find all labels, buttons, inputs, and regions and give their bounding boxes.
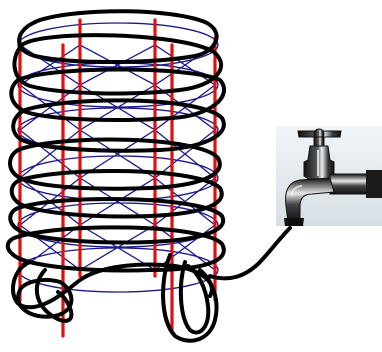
hose-coil [16, 277, 74, 319]
water-tap [276, 126, 382, 226]
tap-wall-nut [366, 170, 382, 198]
hose-coil [10, 260, 214, 310]
tap-spout-mouth [284, 218, 304, 226]
hose-coil [17, 9, 219, 64]
hose-coil [178, 260, 211, 335]
hose-coil [161, 253, 219, 343]
hose-coil [12, 33, 224, 96]
hose-coil [11, 98, 226, 153]
hose-lead [208, 226, 292, 281]
hose-coil [34, 268, 74, 323]
tap-handle [297, 128, 342, 147]
coiled-hose [5, 9, 292, 343]
hose-coil [9, 67, 226, 122]
hose-coil [5, 225, 226, 273]
tap-wall-pipe [329, 173, 369, 195]
hose-coil [8, 197, 226, 245]
hose-coil [9, 169, 224, 219]
